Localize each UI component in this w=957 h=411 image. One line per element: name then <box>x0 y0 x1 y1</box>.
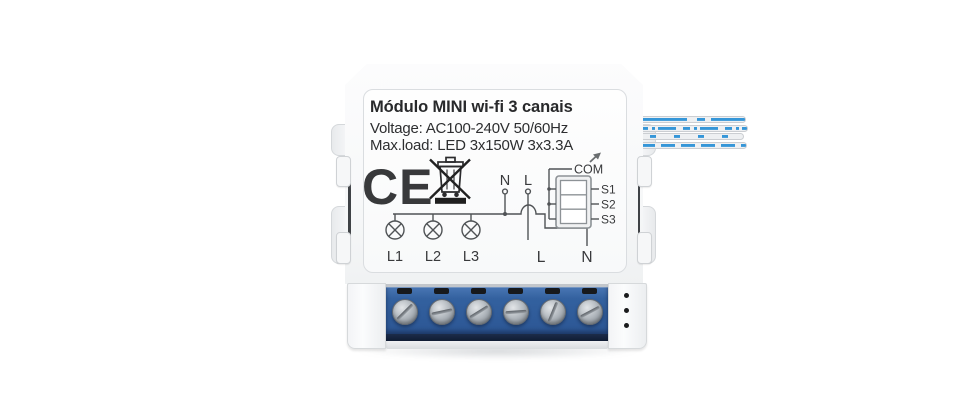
connection-wire-2 <box>640 124 748 132</box>
wire-slot <box>397 288 412 294</box>
lamp-label-l2: L2 <box>425 249 441 265</box>
l-terminal-dot <box>526 189 531 194</box>
side-hole <box>623 323 629 328</box>
neutral-bus-line <box>393 205 587 246</box>
side-hole <box>623 308 629 313</box>
switch-terminal-s2-label: S2 <box>601 198 616 212</box>
bottom-terminal-n-label: N <box>581 249 592 266</box>
spec-text-block: Módulo MINI wi-fi 3 canais Voltage: AC10… <box>370 98 622 155</box>
lamp-symbol-3 <box>462 214 480 239</box>
connection-wire-3 <box>640 133 744 140</box>
lamp-label-l3: L3 <box>463 249 479 265</box>
terminal-screw <box>428 299 455 325</box>
connection-wire-4 <box>640 141 747 149</box>
terminal-screw <box>539 299 566 325</box>
wire-slot <box>545 288 560 294</box>
lamp-symbol-1 <box>386 214 404 239</box>
n-terminal-dot <box>503 189 508 194</box>
product-title: Módulo MINI wi-fi 3 canais <box>370 98 573 116</box>
terminal-screw <box>502 299 529 325</box>
side-groove-left <box>348 168 351 252</box>
terminal-screw <box>391 299 418 325</box>
ce-mark: CE <box>362 159 433 215</box>
max-load-spec: Max.load: LED 3x150W 3x3.3A <box>370 137 574 155</box>
top-terminal-n-label: N <box>500 173 510 189</box>
terminal-block <box>386 287 608 334</box>
cursor-arrow-icon <box>590 153 601 163</box>
switch-terminal-com-label: COM <box>574 163 603 177</box>
voltage-spec: Voltage: AC100-240V 50/60Hz <box>370 120 569 137</box>
clip-latch-right-top <box>637 156 652 187</box>
mounting-ear-left-upper <box>331 124 347 156</box>
clip-latch-left-top <box>336 156 351 187</box>
connection-wire-1 <box>640 116 746 123</box>
wire-slot <box>582 288 597 294</box>
switch-terminal-s3-label: S3 <box>601 213 616 227</box>
top-terminal-l-label: L <box>524 173 532 189</box>
wire-slot <box>434 288 449 294</box>
lamp-label-l1: L1 <box>387 249 403 265</box>
lamp-symbol-2 <box>424 214 442 239</box>
device-body: Módulo MINI wi-fi 3 canais Voltage: AC10… <box>345 64 643 284</box>
bottom-foot-right <box>608 283 647 349</box>
terminal-shadow-band <box>386 334 608 341</box>
wiring-diagram: CE N L <box>360 150 640 272</box>
switch-terminal-s1-label: S1 <box>601 183 616 197</box>
clip-latch-left-bottom <box>336 232 351 264</box>
switch-connector-block <box>556 176 591 228</box>
weee-bin-icon <box>430 158 470 204</box>
side-hole <box>623 293 629 298</box>
side-groove-right <box>638 168 641 252</box>
terminal-screw <box>576 299 603 325</box>
terminal-recess <box>386 284 608 289</box>
bottom-terminal-l-label: L <box>537 249 546 266</box>
wire-slot <box>471 288 486 294</box>
terminal-screw <box>465 299 492 325</box>
bottom-foot-left <box>347 283 386 349</box>
wire-slot <box>508 288 523 294</box>
bottom-lip <box>386 341 608 349</box>
clip-latch-right-bottom <box>637 232 652 264</box>
